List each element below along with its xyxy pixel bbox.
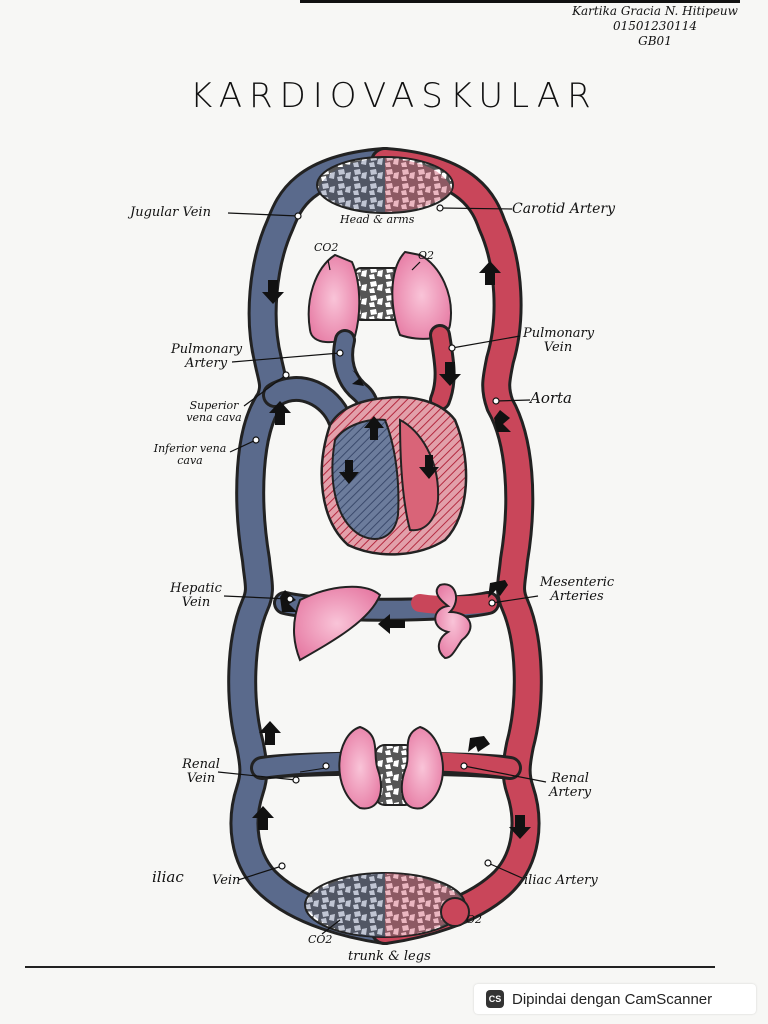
label-co2-top: CO2: [314, 241, 339, 254]
label-inferior-vena-cava: Inferior vena cava: [142, 443, 238, 467]
arrow-heart-ra: [339, 460, 359, 484]
left-kidney: [338, 725, 382, 810]
arrow-portal: [378, 614, 405, 634]
heart: [320, 396, 468, 556]
left-lung: [307, 253, 361, 344]
label-vein: Vein: [212, 873, 241, 888]
label-trunk-legs: trunk & legs: [348, 949, 431, 964]
author-id: 01501230114: [613, 19, 697, 33]
label-aorta: Aorta: [530, 389, 573, 407]
label-superior-vena-cava: Superior vena cava: [178, 400, 250, 424]
arrow-iliac-artery: [509, 815, 531, 839]
author-class: GB01: [638, 34, 672, 48]
head-capillary-bed: [316, 156, 454, 214]
label-iliac: iliac: [152, 868, 184, 886]
bottom-border-line: [25, 966, 715, 968]
author-name: Kartika Gracia N. Hitipeuw: [572, 4, 738, 18]
camscanner-text: Dipindai dengan CamScanner: [512, 990, 713, 1008]
arrow-renal-artery: [468, 736, 490, 752]
leader-lines: [217, 204, 547, 935]
label-inferior-vena-cava-text: Inferior vena cava: [153, 442, 227, 467]
label-renal-artery: Renal Artery: [540, 772, 600, 800]
camscanner-badge: CS Dipindai dengan CamScanner: [474, 984, 756, 1014]
artery-loop: [370, 147, 543, 945]
label-carotid-artery: Carotid Artery: [512, 201, 616, 217]
label-pulmonary-vein: Pulmonary Vein: [518, 327, 598, 355]
liver: [293, 585, 382, 662]
arrow-heart-down: [419, 455, 439, 479]
label-renal-vein-text: Renal Vein: [182, 757, 220, 786]
camscanner-icon: CS: [486, 990, 504, 1008]
label-mesenteric-arteries: Mesenteric Arteries: [532, 576, 622, 604]
label-head-arms: Head & arms: [340, 213, 415, 226]
label-superior-vena-cava-text: Superior vena cava: [186, 399, 242, 424]
label-mesenteric-arteries-text: Mesenteric Arteries: [539, 575, 615, 604]
label-pulmonary-artery: Pulmonary Artery: [166, 343, 246, 371]
label-iliac-artery: iliac Artery: [524, 873, 598, 888]
label-renal-vein: Renal Vein: [176, 758, 226, 786]
arrow-mesenteric: [488, 580, 508, 598]
arrow-up-carotid: [479, 261, 501, 285]
label-hepatic-vein: Hepatic Vein: [166, 582, 226, 610]
arrow-pulmonary: [352, 370, 364, 386]
intestine: [434, 583, 472, 660]
arrow-down-jugular: [262, 280, 284, 304]
arrow-up-svc: [269, 401, 291, 425]
author-block: Kartika Gracia N. Hitipeuw 01501230114 G…: [560, 4, 750, 49]
arrow-renal-vein-up: [259, 721, 281, 745]
page-title: KARDIOVASKULAR: [190, 76, 598, 116]
arrow-pulmonary-vein: [439, 362, 461, 386]
label-renal-artery-text: Renal Artery: [548, 771, 592, 800]
label-co2-bottom: CO2: [308, 933, 333, 946]
label-jugular-vein: Jugular Vein: [130, 205, 211, 220]
arrow-aorta: [494, 410, 511, 432]
right-kidney: [400, 725, 444, 810]
label-pulmonary-vein-text: Pulmonary Vein: [523, 326, 595, 355]
label-o2-top: O2: [418, 249, 435, 262]
lungs: [307, 250, 452, 344]
arrow-heart-up: [364, 416, 384, 440]
label-hepatic-vein-text: Hepatic Vein: [170, 581, 222, 610]
flow-arrows: [252, 261, 531, 839]
label-o2-bottom: O2: [466, 913, 483, 926]
top-border-line: [300, 0, 740, 3]
label-pulmonary-artery-text: Pulmonary Artery: [171, 342, 243, 371]
vein-loop: [227, 147, 400, 945]
arrow-iliac-vein: [252, 806, 274, 830]
